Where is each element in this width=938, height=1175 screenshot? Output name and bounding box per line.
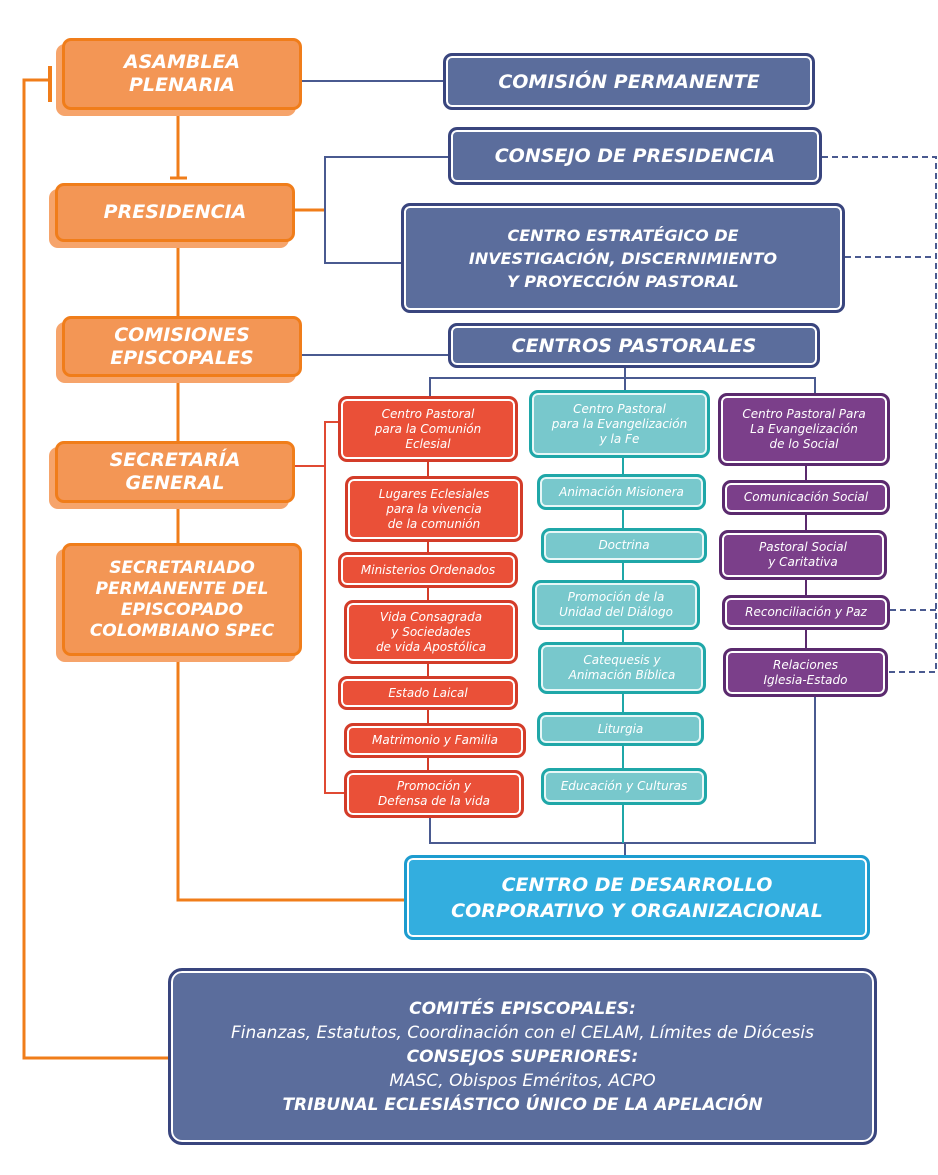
comunion-item: Promoción y Defensa de la vida: [344, 770, 524, 818]
evangelizacion-item: Promoción de la Unidad del Diálogo: [532, 580, 700, 630]
centro-evangelizacion-fe-box: Centro Pastoral para la Evangelización y…: [529, 390, 710, 458]
tribunal-title: TRIBUNAL ECLESIÁSTICO ÚNICO DE LA APELAC…: [282, 1094, 763, 1115]
comites-list: Finanzas, Estatutos, Coordinación con el…: [230, 1022, 814, 1043]
centro-estrategico-box: CENTRO ESTRATÉGICO DE INVESTIGACIÓN, DIS…: [401, 203, 845, 313]
asamblea-plenaria-box: ASAMBLEA PLENARIA: [62, 38, 302, 110]
evangelizacion-item: Doctrina: [541, 528, 707, 563]
secretaria-general-box: SECRETARÍA GENERAL: [55, 441, 295, 503]
comunion-item: Lugares Eclesiales para la vivencia de l…: [345, 476, 523, 542]
consejos-list: MASC, Obispos Eméritos, ACPO: [389, 1070, 656, 1091]
social-item: Reconciliación y Paz: [722, 595, 890, 630]
presidencia-box: PRESIDENCIA: [55, 183, 295, 242]
social-item: Pastoral Social y Caritativa: [719, 530, 887, 580]
comunion-item: Estado Laical: [338, 676, 518, 710]
consejo-presidencia-box: CONSEJO DE PRESIDENCIA: [448, 127, 822, 185]
comites-consejos-box: COMITÉS EPISCOPALES: Finanzas, Estatutos…: [168, 968, 877, 1145]
centro-evangelizacion-social-box: Centro Pastoral Para La Evangelización d…: [718, 393, 890, 466]
comisiones-episcopales-box: COMISIONES EPISCOPALES: [62, 316, 302, 377]
evangelizacion-item: Educación y Culturas: [541, 768, 707, 805]
evangelizacion-item: Liturgia: [537, 712, 704, 746]
comunion-item: Matrimonio y Familia: [344, 723, 526, 758]
consejos-title: CONSEJOS SUPERIORES:: [406, 1046, 639, 1067]
social-item: Relaciones Iglesia-Estado: [723, 648, 888, 697]
centros-pastorales-box: CENTROS PASTORALES: [448, 323, 820, 368]
comunion-item: Ministerios Ordenados: [338, 552, 518, 588]
comunion-item: Vida Consagrada y Sociedades de vida Apo…: [344, 600, 518, 664]
social-item: Comunicación Social: [722, 480, 890, 515]
centro-desarrollo-box: CENTRO DE DESARROLLO CORPORATIVO Y ORGAN…: [404, 855, 870, 940]
comites-title: COMITÉS EPISCOPALES:: [409, 998, 636, 1019]
comision-permanente-box: COMISIÓN PERMANENTE: [443, 53, 815, 110]
centro-comunion-eclesial-box: Centro Pastoral para la Comunión Eclesia…: [338, 396, 518, 462]
evangelizacion-item: Catequesis y Animación Bíblica: [538, 642, 706, 694]
evangelizacion-item: Animación Misionera: [537, 474, 706, 510]
secretariado-permanente-box: SECRETARIADO PERMANENTE DEL EPISCOPADO C…: [62, 543, 302, 656]
